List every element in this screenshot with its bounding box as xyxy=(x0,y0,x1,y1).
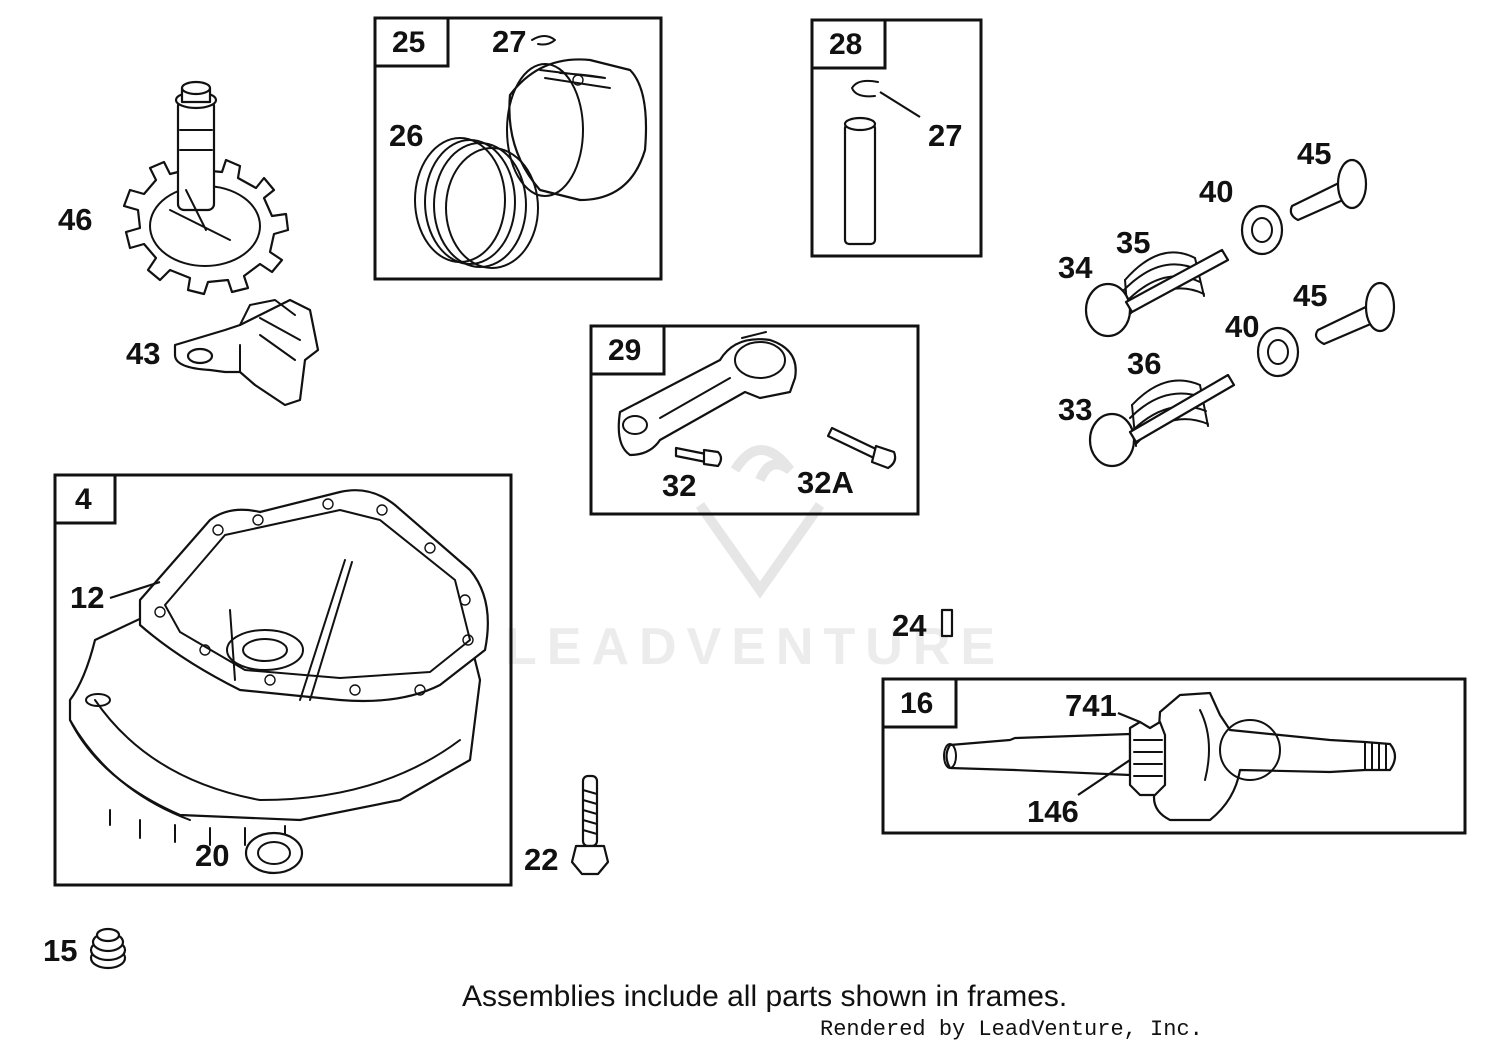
callout-26: 26 xyxy=(389,118,423,153)
frame-tag-28 xyxy=(810,18,887,70)
crank-gear-146-part[interactable] xyxy=(1128,720,1167,797)
valve-lifter-45-upper-part[interactable] xyxy=(1289,158,1368,222)
bolt-22-part[interactable] xyxy=(570,774,610,876)
callout-43: 43 xyxy=(126,336,160,371)
callout-27-piston: 27 xyxy=(492,24,526,59)
frame-crankshaft xyxy=(881,677,1467,835)
frame-tag-25 xyxy=(373,16,450,68)
piston-rings-part[interactable] xyxy=(414,137,539,269)
callout-27-pin: 27 xyxy=(928,118,962,153)
watermark-text: LEADVENTURE xyxy=(505,618,1005,676)
frame-label-29: 29 xyxy=(608,334,641,367)
callout-34: 34 xyxy=(1058,250,1093,285)
leader-27 xyxy=(879,91,921,118)
frame-label-16: 16 xyxy=(900,687,933,720)
frame-piston-pin xyxy=(810,18,983,258)
rod-bolt-32a-part[interactable] xyxy=(826,426,897,470)
callout-46: 46 xyxy=(58,202,92,237)
leader-741 xyxy=(1117,711,1141,724)
callout-35: 35 xyxy=(1116,225,1150,260)
callout-36: 36 xyxy=(1127,346,1161,381)
frame-label-28: 28 xyxy=(829,28,862,61)
valve-lifter-45-lower-part[interactable] xyxy=(1314,281,1396,346)
callout-22: 22 xyxy=(524,842,558,877)
frame-piston-assembly xyxy=(373,16,663,281)
frame-crankcase xyxy=(53,473,513,887)
callout-33: 33 xyxy=(1058,392,1092,427)
callout-40-lower: 40 xyxy=(1225,309,1259,344)
valve-seal-40-upper-part[interactable] xyxy=(1240,204,1284,256)
pin-clip-part[interactable] xyxy=(851,79,879,98)
piston-part[interactable] xyxy=(506,58,648,202)
frame-tag-29 xyxy=(589,324,666,376)
callout-32: 32 xyxy=(662,468,696,503)
callout-45-lower: 45 xyxy=(1293,278,1327,313)
watermark-logo xyxy=(695,445,825,599)
callout-45-upper: 45 xyxy=(1297,136,1331,171)
key-24-part[interactable] xyxy=(940,608,954,638)
governor-bracket-part[interactable] xyxy=(173,298,320,407)
leader-146 xyxy=(1077,759,1131,796)
callout-40-upper: 40 xyxy=(1199,174,1233,209)
exhaust-valve-33-part[interactable] xyxy=(1088,373,1236,468)
rod-bolt-32-part[interactable] xyxy=(674,446,723,468)
rendered-by-credit: Rendered by LeadVenture, Inc. xyxy=(820,1017,1203,1042)
leader-12 xyxy=(109,580,161,600)
callout-12: 12 xyxy=(70,580,104,615)
valve-seal-40-lower-part[interactable] xyxy=(1256,326,1300,378)
callout-741: 741 xyxy=(1065,688,1117,723)
frame-tag-16 xyxy=(881,677,958,729)
crankcase-gasket-part[interactable] xyxy=(138,489,489,703)
piston-pin-clip-part[interactable] xyxy=(531,35,556,46)
callout-15: 15 xyxy=(43,933,77,968)
callout-32a: 32A xyxy=(797,465,854,500)
frame-label-25: 25 xyxy=(392,26,425,59)
frame-tag-4 xyxy=(53,473,117,525)
frame-connecting-rod xyxy=(589,324,920,516)
crankshaft-part[interactable] xyxy=(943,691,1397,822)
plug-15-part[interactable] xyxy=(89,927,127,970)
governor-gear-part[interactable] xyxy=(122,80,290,296)
assemblies-caption: Assemblies include all parts shown in fr… xyxy=(462,980,1068,1013)
callout-146: 146 xyxy=(1027,794,1079,829)
connecting-rod-part[interactable] xyxy=(617,331,797,457)
callout-20: 20 xyxy=(195,838,229,873)
oil-seal-20-part[interactable] xyxy=(244,831,304,875)
piston-pin-part[interactable] xyxy=(843,116,877,246)
callout-24: 24 xyxy=(892,608,927,643)
intake-valve-34-part[interactable] xyxy=(1084,248,1230,338)
frame-label-4: 4 xyxy=(75,483,92,516)
